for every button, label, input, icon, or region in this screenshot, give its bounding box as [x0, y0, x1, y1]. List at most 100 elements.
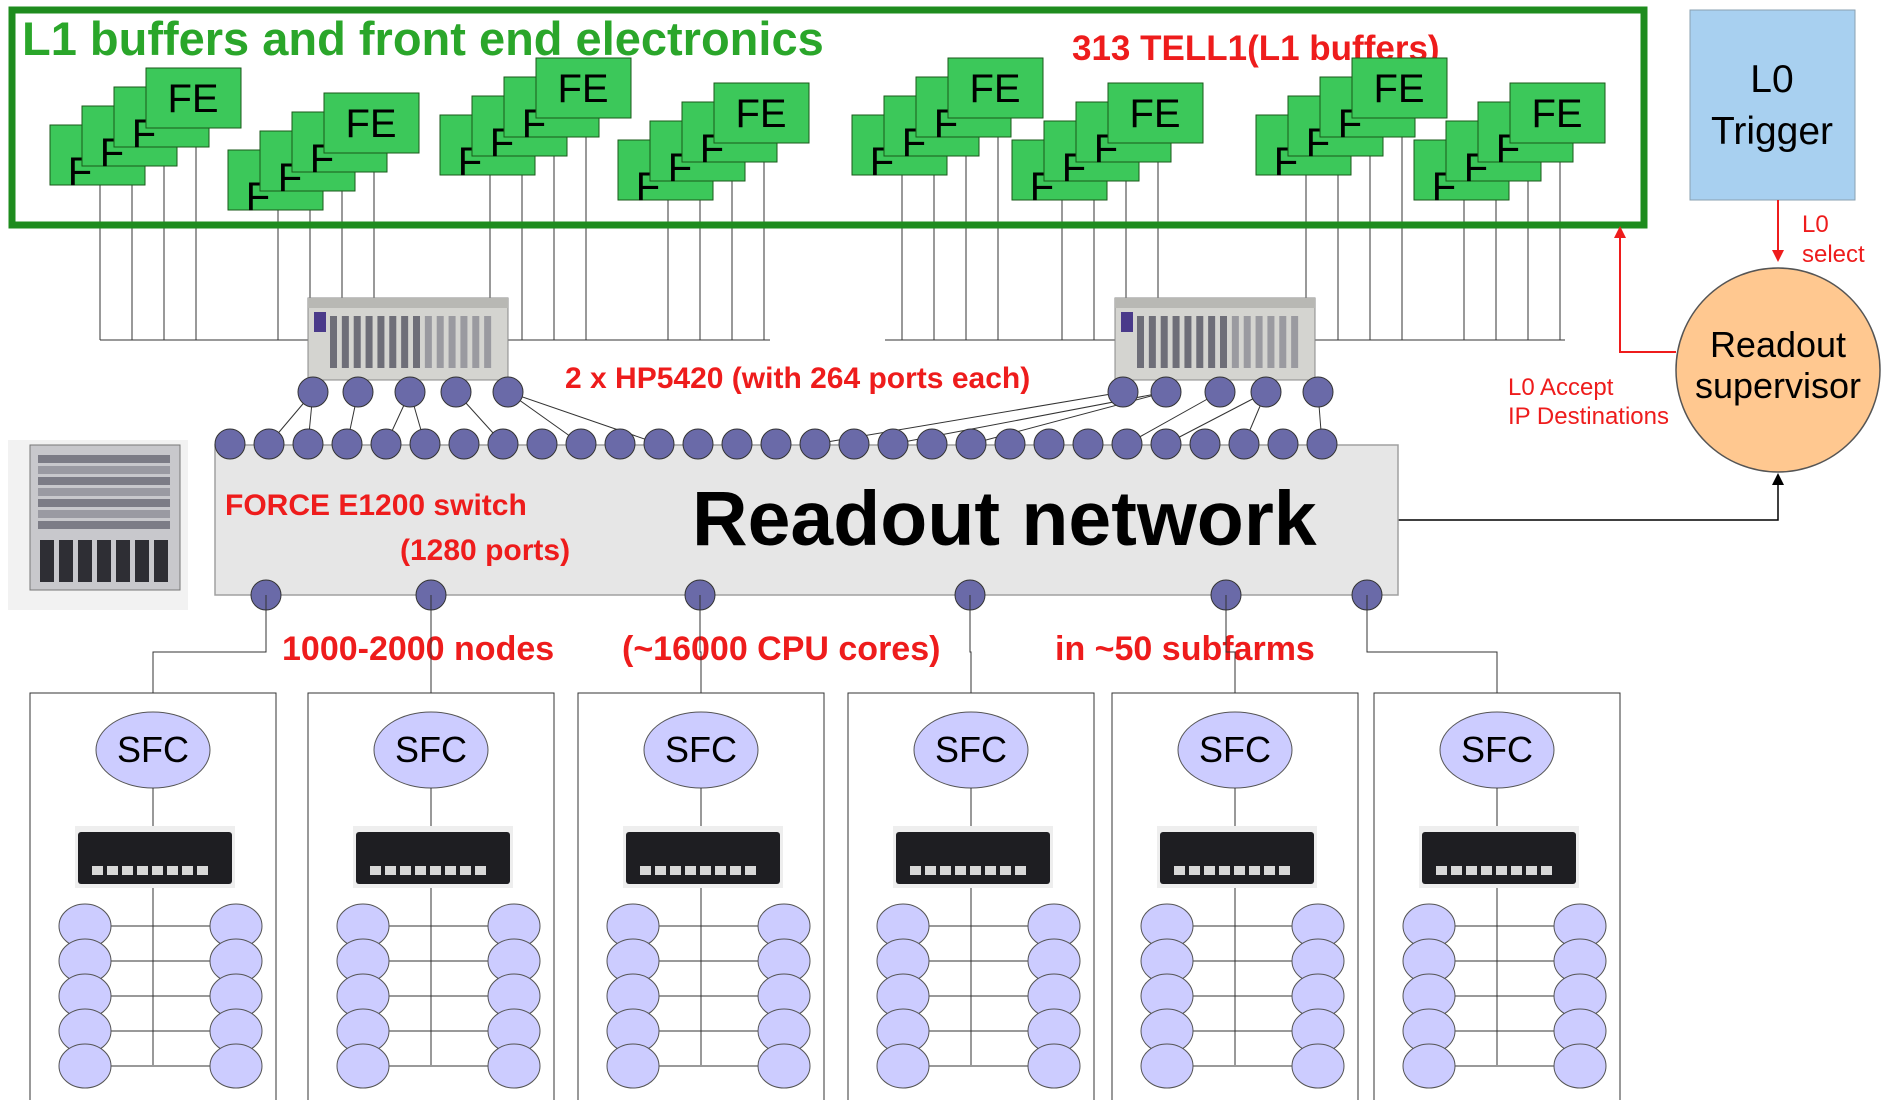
core-port — [1150, 428, 1182, 460]
hp5420-switch-right — [1114, 297, 1316, 381]
l0-trigger-label: L0 — [1750, 58, 1793, 101]
core-port — [526, 428, 558, 460]
chassis-module — [460, 316, 468, 368]
nodes-count-label: 1000-2000 nodes — [282, 630, 554, 668]
edge-port — [394, 376, 426, 408]
l0-select-label-1: L0 — [1802, 211, 1829, 238]
farm-node — [58, 1043, 112, 1089]
core-port — [1033, 428, 1065, 460]
chassis-module — [1184, 316, 1192, 368]
farm-switch-port — [715, 866, 726, 875]
force-switch-ports-label: (1280 ports) — [400, 534, 570, 567]
farm-switch-port — [92, 866, 103, 875]
force-e1200-chassis — [8, 440, 188, 610]
chassis-module — [1243, 316, 1251, 368]
cpu-cores-label: (~16000 CPU cores) — [622, 630, 940, 668]
farm-node — [757, 1043, 811, 1089]
chassis-module — [1220, 316, 1227, 368]
chassis-module — [472, 316, 480, 368]
fe-card — [947, 57, 1044, 119]
chassis-slot — [38, 499, 170, 507]
farm-uplink — [699, 595, 702, 693]
farm-switch-port — [475, 866, 486, 875]
subfarm: SFC — [1373, 692, 1621, 1104]
chassis-slot — [38, 521, 170, 529]
chassis-top — [308, 298, 508, 308]
fe-card-label: FE — [1129, 92, 1180, 136]
farm-switch-port — [970, 866, 981, 875]
farm-switch-port — [955, 866, 966, 875]
core-port — [253, 428, 285, 460]
subfarm: SFC — [307, 692, 555, 1104]
edge-port — [297, 376, 329, 408]
farm-switch-port — [985, 866, 996, 875]
chassis-module — [1172, 316, 1180, 368]
hp5420-switch-left — [307, 297, 509, 381]
farm-switch-port — [1174, 866, 1185, 875]
core-port — [487, 428, 519, 460]
farm-switch-port — [415, 866, 426, 875]
farm-switch-port — [685, 866, 696, 875]
chassis-module — [1160, 316, 1168, 368]
hp5420-label: 2 x HP5420 (with 264 ports each) — [565, 362, 1030, 395]
farm-switch-port — [1219, 866, 1230, 875]
farm-switch-port — [1526, 866, 1537, 875]
fe-card-label: FE — [167, 77, 218, 121]
chassis-module — [448, 316, 456, 368]
chassis-module — [1279, 316, 1287, 368]
farm-switch-port — [925, 866, 936, 875]
farm-switch-port — [1279, 866, 1290, 875]
l0-accept-label: L0 Accept — [1508, 374, 1614, 401]
sfc-label: SFC — [665, 729, 737, 770]
fe-card-label: FE — [735, 92, 786, 136]
chassis-module — [1196, 316, 1204, 368]
fe-card — [1509, 82, 1606, 144]
sfc-label: SFC — [935, 729, 1007, 770]
edge-link — [1126, 391, 1221, 445]
chassis-module — [1208, 316, 1216, 368]
farm-switch-port — [460, 866, 471, 875]
farm-switch-port — [445, 866, 456, 875]
fe-card-label: FE — [1373, 67, 1424, 111]
readout-supervisor — [1675, 267, 1881, 473]
chassis-module — [377, 316, 385, 368]
chassis-module — [424, 316, 432, 368]
edge-port — [492, 376, 524, 408]
farm-uplink — [152, 595, 267, 693]
chassis-slot — [38, 455, 170, 463]
core-port — [994, 428, 1026, 460]
edge-port — [440, 376, 472, 408]
chassis-module — [413, 316, 420, 368]
farm-switch-port — [1264, 866, 1275, 875]
farm-switch-port — [1451, 866, 1462, 875]
chassis-module — [353, 316, 361, 368]
farm-node — [1291, 1043, 1345, 1089]
chassis-module — [1137, 316, 1144, 368]
farm-switch-port — [122, 866, 133, 875]
farm-switch-port — [137, 866, 148, 875]
fe-card-label: FE — [345, 102, 396, 146]
fe-card — [323, 92, 420, 154]
chassis-slot — [38, 510, 170, 518]
farm-switch-port — [1204, 866, 1215, 875]
subfarm: SFC — [1111, 692, 1359, 1104]
farm-node — [876, 1043, 930, 1089]
front-end-frame — [8, 6, 1648, 229]
chassis-fan — [78, 540, 92, 582]
farm-switch-port — [1481, 866, 1492, 875]
chassis-top — [1115, 298, 1315, 308]
chassis-module — [1255, 316, 1263, 368]
chassis-logo — [1121, 312, 1133, 332]
farm-switch-port — [152, 866, 163, 875]
subfarm: SFC — [29, 692, 277, 1104]
core-port — [682, 428, 714, 460]
ip-destinations-label: IP Destinations — [1508, 403, 1669, 430]
farm-switch — [1160, 832, 1314, 884]
farm-switch-port — [640, 866, 651, 875]
farm-switch-port — [430, 866, 441, 875]
farm-switch-port — [197, 866, 208, 875]
